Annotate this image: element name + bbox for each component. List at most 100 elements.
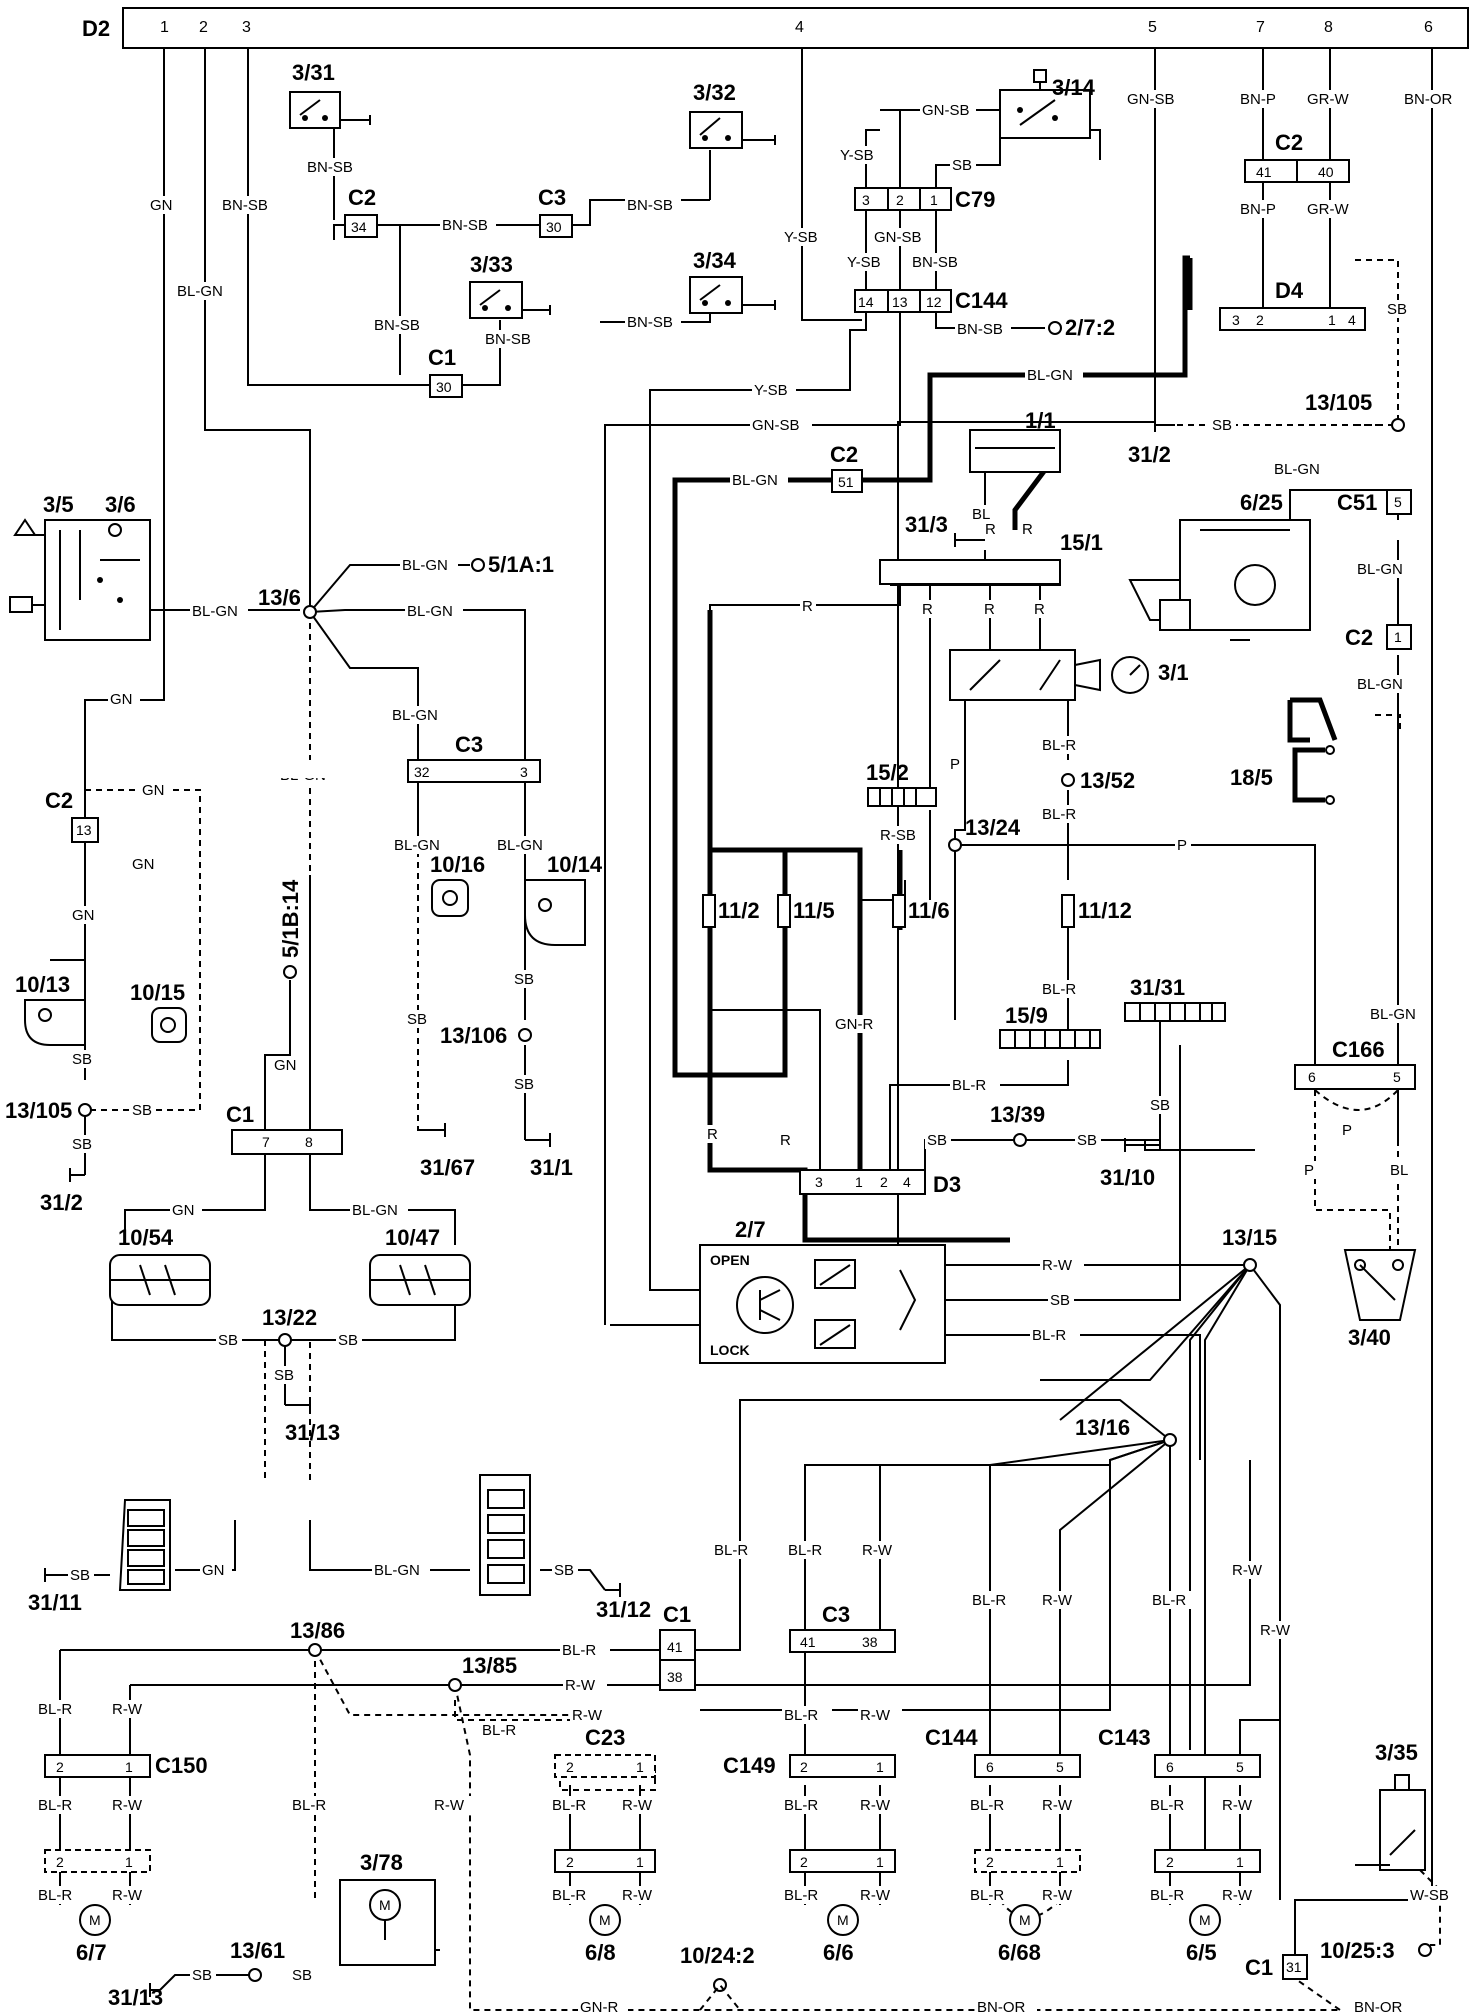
wl-r-w-17: R-W — [1042, 1797, 1073, 1814]
ignition-switch-3-1-icon — [949, 649, 1149, 701]
label-31-12: 31/12 — [596, 1597, 651, 1622]
svg-text:30: 30 — [546, 219, 562, 235]
wl-gn-2: GN — [110, 691, 133, 708]
wl-bn-sb-1: BN-SB — [222, 197, 268, 214]
label-3-40: 3/40 — [1348, 1325, 1391, 1350]
c2-34-box — [344, 214, 378, 238]
svg-text:M: M — [599, 1912, 611, 1928]
c2-51-box — [831, 469, 863, 493]
svg-text:2: 2 — [1256, 312, 1264, 328]
label-d3: D3 — [933, 1172, 961, 1197]
wl-r-w-4: R-W — [1232, 1562, 1263, 1579]
wl-bl-gn-10: BL-GN — [407, 603, 453, 620]
wl-p-4: P — [1304, 1162, 1314, 1179]
wl-bl-r-24: BL-R — [1150, 1887, 1184, 1904]
bulb-10-16-icon — [431, 879, 469, 917]
wl-r-sb-1: R-SB — [880, 827, 916, 844]
wl-r-w-14: R-W — [860, 1707, 891, 1724]
wl-sb-20: SB — [292, 1967, 312, 1984]
wl-bl-r-2: BL-R — [1042, 806, 1076, 823]
label-3-33: 3/33 — [470, 252, 513, 277]
svg-text:13: 13 — [892, 294, 908, 310]
label-15-9: 15/9 — [1005, 1003, 1048, 1028]
wl-sb-6: SB — [132, 1102, 152, 1119]
label-c144-bottom: C144 — [925, 1725, 978, 1750]
lock-module-lock-label: LOCK — [710, 1342, 750, 1358]
d3-box — [799, 1169, 926, 1195]
svg-text:51: 51 — [838, 474, 854, 490]
wl-bl-r-17: BL-R — [552, 1887, 586, 1904]
label-1-1: 1/1 — [1025, 408, 1056, 433]
ref-5-1a-1-circle — [471, 558, 485, 572]
window-switch-10-54-lower-icon — [118, 1499, 171, 1591]
wl-bl-r-13: BL-R — [38, 1797, 72, 1814]
label-10-14: 10/14 — [547, 852, 603, 877]
fuse-11-2-icon — [702, 894, 716, 928]
d2-label: D2 — [82, 16, 110, 41]
wl-gn-8: GN — [202, 1562, 225, 1579]
wl-bn-p-1: BN-P — [1240, 91, 1276, 108]
d2-pin-7: 7 — [1256, 19, 1265, 36]
wl-r-w-2: R-W — [862, 1542, 893, 1559]
wl-gn-sb-2: GN-SB — [1127, 91, 1175, 108]
wl-r-w-6: R-W — [565, 1677, 596, 1694]
svg-text:M: M — [1019, 1912, 1031, 1928]
svg-text:1: 1 — [636, 1759, 644, 1775]
wl-sb-16: SB — [1077, 1132, 1097, 1149]
wl-sb-4: SB — [72, 1051, 92, 1068]
label-c3-32-3: C3 — [455, 732, 483, 757]
label-31-1: 31/1 — [530, 1155, 573, 1180]
label-10-13: 10/13 — [15, 972, 70, 997]
splice-13-24-dot — [948, 838, 962, 852]
label-c166: C166 — [1332, 1037, 1385, 1062]
lamp-10-13-icon — [24, 999, 86, 1046]
svg-text:3: 3 — [862, 192, 870, 208]
label-13-15: 13/15 — [1222, 1225, 1277, 1250]
label-15-2: 15/2 — [866, 760, 909, 785]
wl-p-3: P — [1342, 1122, 1352, 1139]
label-6-8: 6/8 — [585, 1940, 616, 1965]
splice-13-105-top-dot — [1391, 418, 1405, 432]
splice-13-85-dot — [448, 1678, 462, 1692]
d2-pin-6: 6 — [1424, 19, 1433, 36]
motor-6-6-conn-box — [789, 1849, 896, 1873]
wl-sb-1: SB — [952, 157, 972, 174]
splice-labels: 13/6 13/105 13/105 13/52 13/24 13/106 13… — [5, 390, 1372, 1963]
wl-r-w-20: R-W — [1222, 1887, 1253, 1904]
switch-3-34-icon — [689, 276, 776, 314]
wl-r-w-5: R-W — [1260, 1622, 1291, 1639]
wl-bl-gn-5: BL-GN — [1357, 561, 1403, 578]
label-13-61: 13/61 — [230, 1938, 285, 1963]
wl-r-7: R — [707, 1126, 718, 1143]
label-ref-10-24-2: 10/24:2 — [680, 1943, 755, 1968]
svg-text:32: 32 — [414, 764, 430, 780]
label-3-6: 3/6 — [105, 492, 136, 517]
wl-r-w-9: R-W — [112, 1797, 143, 1814]
label-c143: C143 — [1098, 1725, 1151, 1750]
d2-pin-3: 3 — [242, 19, 251, 36]
svg-text:3: 3 — [815, 1174, 823, 1190]
label-10-16: 10/16 — [430, 852, 485, 877]
ign-switch-1-1-box — [969, 429, 1061, 473]
svg-text:13: 13 — [76, 822, 92, 838]
wl-y-sb-3: Y-SB — [847, 254, 881, 271]
fuse-11-12-icon — [1061, 894, 1075, 928]
wl-r-w-7: R-W — [572, 1707, 603, 1724]
svg-text:1: 1 — [876, 1759, 884, 1775]
wl-gn-r-1: GN-R — [835, 1016, 873, 1033]
wl-sb-2: SB — [1387, 301, 1407, 318]
label-6-6: 6/6 — [823, 1940, 854, 1965]
c144-bottom-box — [974, 1754, 1081, 1778]
bus-15-1-box — [879, 559, 1061, 585]
label-13-52: 13/52 — [1080, 768, 1135, 793]
svg-text:1: 1 — [1394, 629, 1402, 645]
wl-sb-8: SB — [514, 971, 534, 988]
label-3-1: 3/1 — [1158, 660, 1189, 685]
wl-sb-17: SB — [1150, 1097, 1170, 1114]
wl-sb-10: SB — [218, 1332, 238, 1349]
svg-text:2: 2 — [566, 1854, 574, 1870]
wl-y-sb-4: Y-SB — [754, 382, 788, 399]
wl-bl-gn-3: BL-GN — [732, 472, 778, 489]
bus-15-2-box — [867, 787, 937, 807]
